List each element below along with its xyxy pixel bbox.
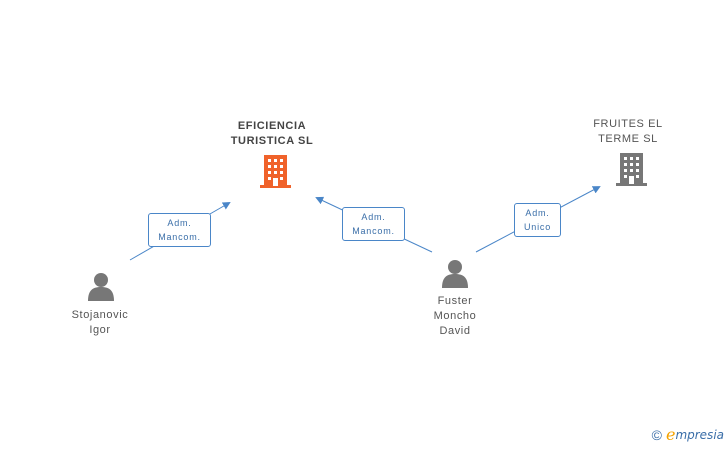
edge-badge-fuster-eficiencia: Adm. Mancom. bbox=[342, 207, 405, 241]
building-icon[interactable] bbox=[616, 153, 647, 186]
brand-logo-text: mpresia bbox=[675, 427, 724, 442]
person-label-stojanovic[interactable]: Stojanovic Igor bbox=[71, 309, 129, 336]
edge-badge-stojanovic-eficiencia: Adm. Mancom. bbox=[148, 213, 211, 247]
person-icon[interactable] bbox=[442, 260, 468, 288]
brand-logo-initial: e bbox=[665, 425, 676, 444]
person-icon[interactable] bbox=[88, 273, 114, 301]
company-label-fruites[interactable]: FRUITES EL TERME SL bbox=[593, 118, 663, 145]
copyright-icon: © bbox=[651, 426, 662, 443]
building-icon[interactable] bbox=[260, 155, 291, 188]
company-label-eficiencia[interactable]: EFICIENCIA TURISTICA SL bbox=[230, 120, 314, 147]
footer-brand[interactable]: © e mpresia bbox=[652, 425, 724, 444]
edge-badge-fuster-fruites: Adm. Unico bbox=[514, 203, 561, 237]
person-label-fuster[interactable]: Fuster Moncho David bbox=[433, 295, 477, 337]
